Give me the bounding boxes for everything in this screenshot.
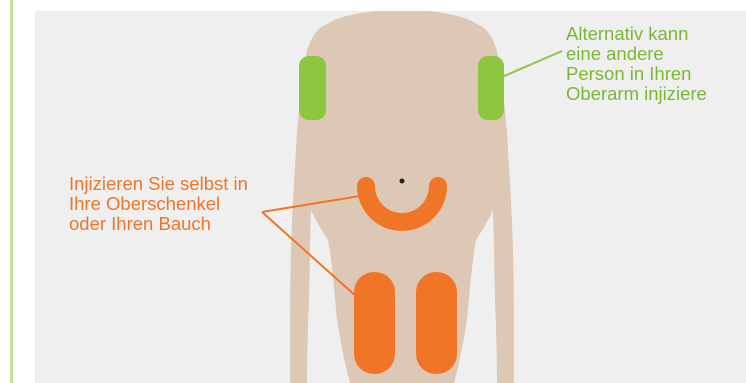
- self-note-line: Ihre Oberschenkel: [69, 194, 248, 214]
- navel-dot: [400, 179, 405, 184]
- self-note-line: oder Ihren Bauch: [69, 214, 248, 234]
- arm-note-line: Alternativ kann: [566, 24, 707, 44]
- self-note-line: Injizieren Sie selbst in: [69, 174, 248, 194]
- self-injection-note: Injizieren Sie selbst in Ihre Oberschenk…: [69, 174, 248, 234]
- right-upper-arm-site: [478, 56, 504, 120]
- arm-leader-line: [502, 51, 562, 77]
- arm-note-line: Person in Ihren: [566, 64, 707, 84]
- arm-note-line: eine andere: [566, 44, 707, 64]
- arm-note-line: Oberarm injiziere: [566, 84, 707, 104]
- arm-injection-note: Alternativ kann eine andere Person in Ih…: [566, 24, 707, 104]
- right-thigh-site: [416, 272, 457, 374]
- left-thigh-site: [354, 272, 395, 374]
- left-upper-arm-site: [299, 56, 326, 120]
